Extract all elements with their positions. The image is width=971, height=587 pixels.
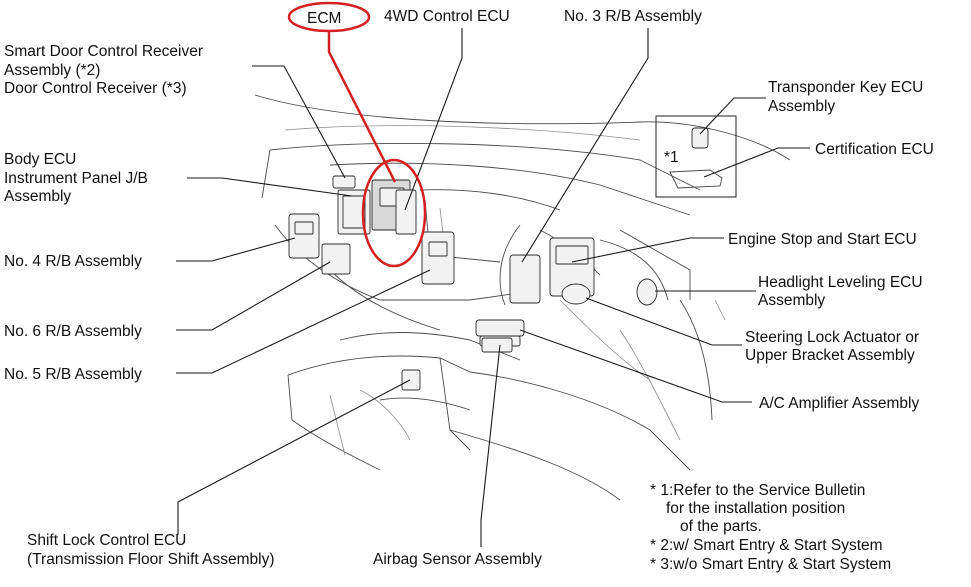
note2: * 2:w/ Smart Entry & Start System	[650, 537, 883, 554]
ac-amplifier-part	[475, 319, 525, 337]
certification-ecu-label: Certification ECU	[815, 141, 934, 158]
smart-door-label-1: Smart Door Control Receiver	[4, 43, 203, 60]
no4-rb-label: No. 4 R/B Assembly	[4, 253, 142, 270]
no6-rb-part	[321, 243, 351, 275]
headlight-label-2: Assembly	[758, 292, 825, 309]
ac-amplifier-label: A/C Amplifier Assembly	[759, 395, 919, 412]
shift-lock-part	[401, 369, 421, 391]
note1-line2: for the installation position	[666, 500, 845, 517]
ecm-part-highlight	[361, 158, 427, 268]
airbag-sensor-part	[481, 337, 513, 353]
certification-ecu-part	[669, 169, 723, 189]
headlight-leveling-part	[636, 278, 658, 306]
inset-marker-label: *1	[664, 149, 679, 166]
no3-rb-label: No. 3 R/B Assembly	[564, 8, 702, 25]
component-parts	[288, 175, 658, 391]
body-ecu-label-2: Instrument Panel J/B	[4, 170, 148, 187]
note3: * 3:w/o Smart Entry & Start System	[650, 556, 891, 573]
smart-door-label-3: Door Control Receiver (*3)	[4, 80, 187, 97]
transponder-label-2: Assembly	[768, 98, 835, 115]
ecm-highlight	[287, 1, 427, 268]
shift-lock-label-1: Shift Lock Control ECU	[27, 532, 186, 549]
transponder-key-part	[691, 127, 709, 149]
headlight-label-1: Headlight Leveling ECU	[758, 274, 923, 291]
transponder-label-1: Transponder Key ECU	[768, 79, 923, 96]
4wd-ecu-label: 4WD Control ECU	[384, 8, 510, 25]
smart-door-receiver-part	[332, 175, 356, 189]
ecm-label: ECM	[307, 10, 341, 27]
ecm-leader-highlight	[327, 31, 397, 183]
note1-line3: of the parts.	[680, 518, 762, 535]
no5-rb-label: No. 5 R/B Assembly	[4, 366, 142, 383]
shift-lock-label-2: (Transmission Floor Shift Assembly)	[27, 551, 275, 568]
4wd-ecu-part	[395, 189, 417, 235]
body-ecu-label-1: Body ECU	[4, 151, 76, 168]
steering-lock-label-2: Upper Bracket Assembly	[745, 347, 915, 364]
no4-rb-part	[288, 213, 320, 259]
no6-rb-label: No. 6 R/B Assembly	[4, 323, 142, 340]
note1-line1: * 1:Refer to the Service Bulletin	[650, 482, 865, 499]
steering-lock-part	[561, 283, 591, 305]
airbag-sensor-label: Airbag Sensor Assembly	[373, 551, 542, 568]
leader-lines	[176, 28, 810, 547]
no5-rb-part	[421, 231, 455, 285]
no3-rb-part	[509, 254, 541, 304]
body-ecu-label-3: Assembly	[4, 188, 71, 205]
smart-door-label-2: Assembly (*2)	[4, 62, 100, 79]
steering-lock-label-1: Steering Lock Actuator or	[745, 329, 919, 346]
footnotes: * 1:Refer to the Service Bulletin for th…	[650, 482, 891, 573]
labels: ECM 4WD Control ECU No. 3 R/B Assembly S…	[4, 8, 934, 568]
inset-box: *1	[655, 115, 737, 198]
engine-stop-start-label: Engine Stop and Start ECU	[728, 231, 917, 248]
